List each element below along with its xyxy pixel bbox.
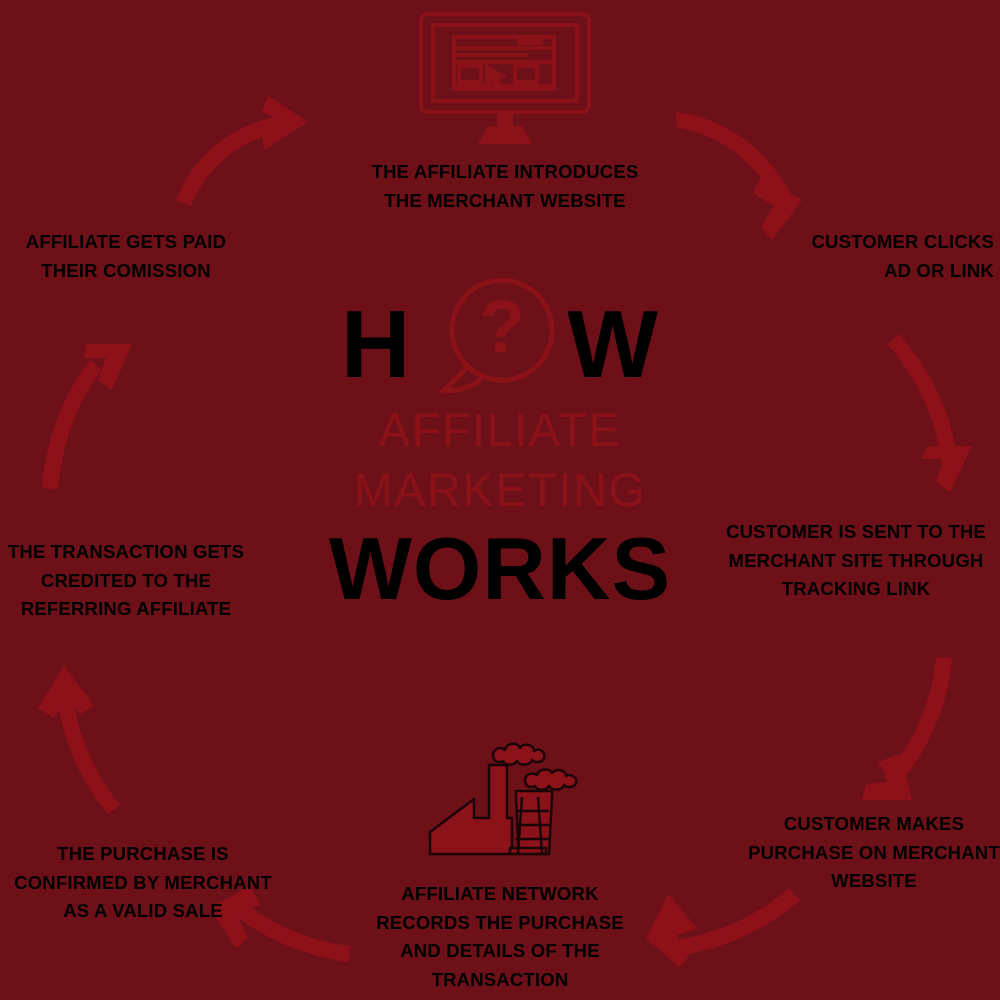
step-label-transaction-credited: THE TRANSACTION GETS CREDITED TO THE REF…: [7, 541, 245, 620]
arrow-right-lower: [862, 657, 952, 800]
arrow-top-left: [176, 96, 308, 206]
step-label-affiliate-introduces: THE AFFILIATE INTRODUCES THE MERCHANT WE…: [371, 161, 639, 211]
arrow-left-lower: [38, 666, 120, 814]
step-label-customer-sent-to-merchant: CUSTOMER IS SENT TO THE MERCHANT SITE TH…: [726, 521, 986, 600]
arrow-top-right: [676, 112, 802, 240]
factory-merchant-icon: [428, 742, 578, 856]
step-label-customer-makes-purchase: CUSTOMER MAKES PURCHASE ON MERCHANT WEBS…: [748, 813, 1000, 892]
arrow-right-upper: [888, 334, 972, 492]
step-label-affiliate-gets-paid: AFFILIATE GETS PAID THEIR COMISSION: [25, 231, 227, 281]
step-label-affiliate-network-records: AFFILIATE NETWORK RECORDS THE PURCHASE A…: [376, 883, 624, 991]
arrow-left-upper: [42, 344, 132, 489]
step-label-customer-clicks: CUSTOMER CLICKS AD OR LINK: [811, 231, 994, 281]
arrow-bottom-right: [646, 888, 800, 968]
arrow-bottom-left: [210, 886, 350, 962]
step-label-purchase-confirmed: THE PURCHASE IS CONFIRMED BY MERCHANT AS…: [14, 843, 272, 922]
monitor-website-icon: [419, 12, 591, 144]
